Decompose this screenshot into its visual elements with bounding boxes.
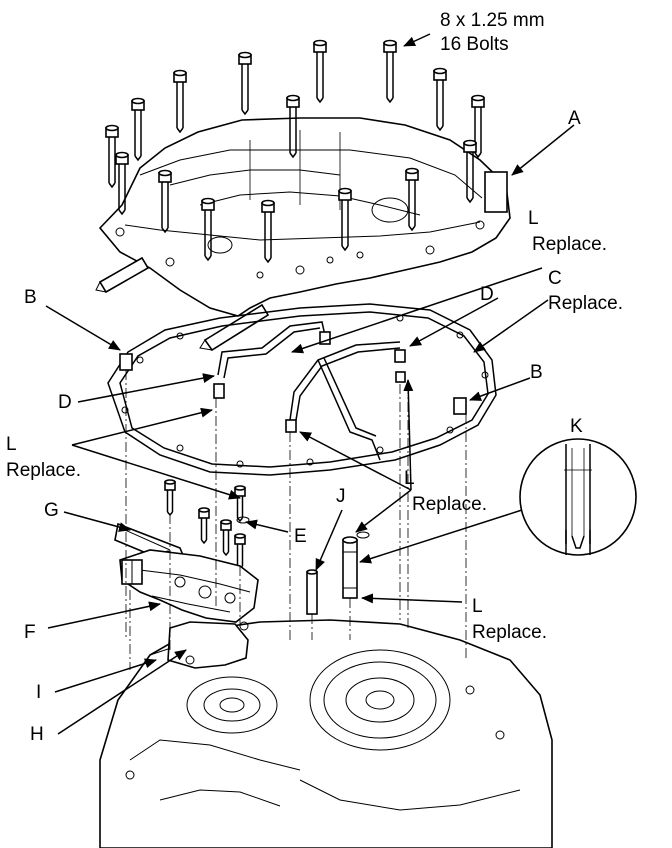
label-c-note: Replace. (548, 293, 623, 314)
alignment-lines (125, 370, 467, 670)
transmission-case (95, 117, 511, 352)
label-l-1: L (528, 208, 539, 229)
label-h: H (30, 724, 44, 745)
label-l-1-note: Replace. (532, 234, 607, 255)
label-bolt-count: 16 Bolts (440, 34, 509, 55)
label-bolt-size: 8 x 1.25 mm (440, 10, 545, 31)
oil-pipes (119, 321, 467, 461)
label-e: E (294, 526, 307, 547)
component-f (119, 549, 259, 623)
label-l-2-note: Replace. (6, 460, 81, 481)
label-f: F (24, 622, 36, 643)
label-l-2: L (6, 434, 17, 455)
label-i: I (36, 682, 41, 703)
label-d-right: D (480, 284, 494, 305)
case-gasket (107, 303, 497, 476)
label-j: J (336, 486, 346, 507)
detail-k-circle (519, 438, 637, 556)
label-l-3: L (404, 468, 415, 489)
label-a: A (568, 108, 581, 129)
label-l-3-note: Replace. (412, 494, 487, 515)
label-g: G (44, 500, 59, 521)
label-l-4-note: Replace. (472, 622, 547, 643)
leader-lines (45, 33, 575, 735)
pipe-k (342, 536, 358, 599)
dowel-j (306, 569, 318, 615)
label-b-right: B (530, 362, 543, 383)
transmission-housing (99, 619, 553, 848)
label-c: C (548, 268, 562, 289)
label-l-4: L (472, 596, 483, 617)
label-b-left: B (24, 287, 37, 308)
callout-labels: 8 x 1.25 mm 16 Bolts A L Replace. C Repl… (6, 10, 623, 745)
label-k: K (570, 416, 583, 437)
label-d-left: D (58, 392, 72, 413)
